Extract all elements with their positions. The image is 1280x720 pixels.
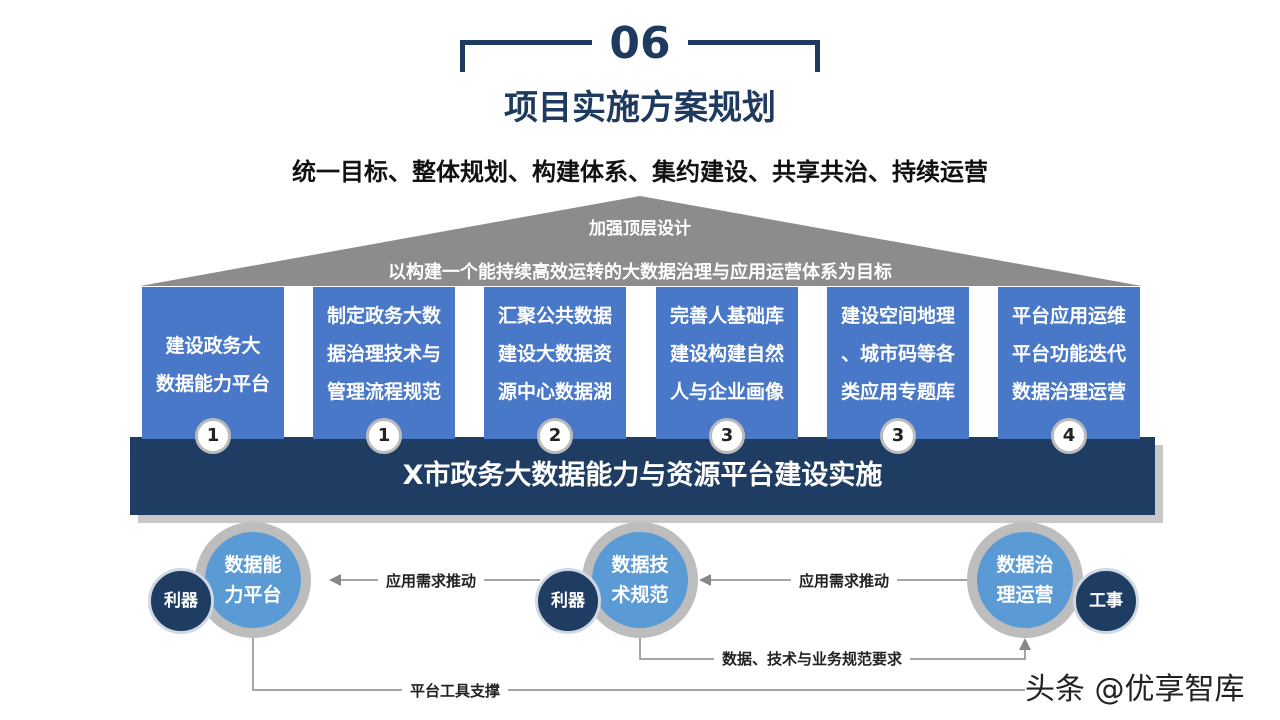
pillar-text: 制定政务大数 [326,305,441,327]
left-bracket [460,40,592,72]
circle-works: 工事 [1073,568,1139,634]
phase-badge: 1 [366,418,402,454]
pillar-text: 平台功能迭代 [1011,343,1126,365]
pillar-text: 管理流程规范 [326,381,441,403]
circle-platform: 数据能力平台 [195,522,311,638]
section-number: 06 [609,18,671,69]
pillar-text: 、城市码等各 [840,343,955,365]
phase-badge: 3 [709,418,745,454]
phase-badge: 2 [537,418,573,454]
label-demand-2: 应用需求推动 [791,570,898,591]
pillar-text: 完善人基础库 [669,305,784,327]
subtitle: 统一目标、整体规划、构建体系、集约建设、共享共治、持续运营 [292,158,988,186]
label-demand-1: 应用需求推动 [378,570,485,591]
circle-spec: 数据技术规范 [582,522,698,638]
roof-shape [140,196,1142,286]
pillar-1: 建设政务大数据能力平台 [142,287,284,439]
pillar-text: 数据治理运营 [1011,381,1126,403]
label-tools: 平台工具支撑 [402,680,509,701]
pillar-6: 平台应用运维平台功能迭代数据治理运营 [998,287,1140,439]
roof-goal-text: 以构建一个能持续高效运转的大数据治理与应用运营体系为目标 [388,262,892,283]
pillar-text: 数据能力平台 [155,373,270,395]
pillar-4: 完善人基础库建设构建自然人与企业画像 [656,287,798,439]
pillar-text: 类应用专题库 [840,381,955,403]
base-bar: X市政务大数据能力与资源平台建设实施 [130,437,1155,515]
phase-badge: 4 [1051,418,1087,454]
pillar-text: 人与企业画像 [669,381,784,403]
watermark: 头条 @优享智库 [1025,672,1245,707]
circle-tool-1: 利器 [148,568,214,634]
pillar-text: 源中心数据湖 [497,381,612,403]
pillar-text: 汇聚公共数据 [497,305,612,327]
pillar-2: 制定政务大数据治理技术与管理流程规范 [313,287,455,439]
circle-governance: 数据治理运营 [967,522,1083,638]
pillar-text: 建设大数据资 [497,343,612,365]
circle-tool-2: 利器 [535,568,601,634]
label-spec: 数据、技术与业务规范要求 [714,648,911,669]
phase-badge: 3 [880,418,916,454]
pillar-5: 建设空间地理、城市码等各类应用专题库 [827,287,969,439]
phase-badge: 1 [195,418,231,454]
page-title: 项目实施方案规划 [504,88,776,128]
pillar-3: 汇聚公共数据建设大数据资源中心数据湖 [484,287,626,439]
pillar-text: 平台应用运维 [1011,305,1126,327]
pillar-text: 建设构建自然 [669,343,784,365]
pillar-text: 建设空间地理 [840,305,955,327]
pillar-text: 据治理技术与 [326,343,441,365]
pillar-text: 建设政务大 [165,335,261,357]
roof-top-text: 加强顶层设计 [589,219,691,239]
right-bracket [688,40,820,72]
line-tools [252,638,1025,691]
